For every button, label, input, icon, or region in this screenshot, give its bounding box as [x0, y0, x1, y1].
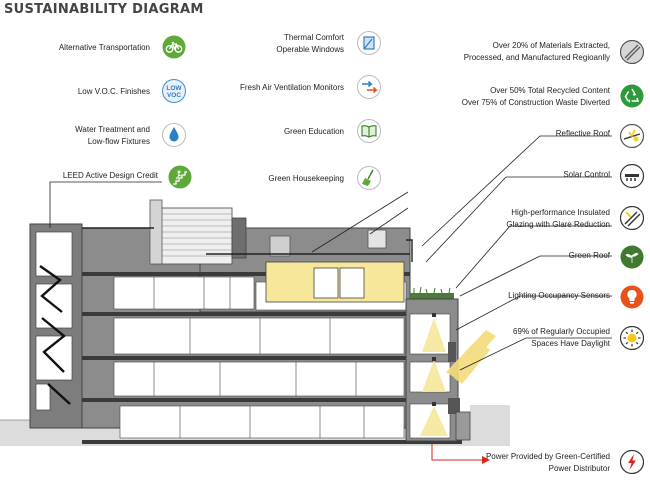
green-roof-planting — [410, 293, 454, 299]
broom-icon — [357, 166, 381, 190]
water-drop-icon — [162, 123, 186, 147]
ground-right — [470, 405, 510, 446]
roof-mechanical-screen — [153, 207, 233, 265]
label-green-roof: Green Roof — [568, 251, 610, 260]
low-voc-icon-text-1: LOW — [166, 85, 182, 92]
solar-control-icon — [620, 164, 644, 188]
ventilation-arrows-icon — [357, 75, 381, 99]
label-low-voc-finishes: Low V.O.C. Finishes — [77, 87, 150, 96]
bicycle-icon — [162, 35, 186, 59]
label-green-education: Green Education — [283, 127, 344, 136]
floor-slab-4 — [82, 272, 410, 276]
label-green-housekeeping: Green Housekeeping — [268, 174, 344, 183]
recycle-icon — [620, 84, 644, 108]
label-regional-materials: Over 20% of Materials Extracted,Processe… — [463, 41, 610, 62]
floor-slab-1 — [82, 398, 410, 402]
floor-slab-2 — [82, 356, 410, 360]
materials-icon — [620, 40, 644, 64]
label-fresh-air: Fresh Air Ventilation Monitors — [239, 83, 344, 92]
lightning-icon — [620, 450, 644, 474]
daylight-sun-icon — [620, 326, 644, 350]
book-icon — [357, 119, 381, 143]
page-title: SUSTAINABILITY DIAGRAM — [4, 2, 204, 17]
callout-leaders — [49, 135, 612, 371]
ground-slab — [82, 440, 462, 444]
glazing-icon — [620, 206, 644, 230]
label-lighting-sensors: Lighting Occupancy Sensors — [508, 291, 610, 300]
power-callout-leader — [431, 444, 482, 461]
stairs-person-icon — [168, 165, 192, 189]
light-bulb-icon — [620, 285, 644, 309]
label-alternative-transportation: Alternative Transportation — [58, 43, 150, 52]
floor-slab-3 — [82, 312, 410, 316]
label-solar-control: Solar Control — [563, 170, 610, 179]
low-voc-icon-text-2: VOC — [167, 92, 181, 99]
green-roof-icon — [620, 245, 644, 269]
label-reflective-roof: Reflective Roof — [555, 129, 610, 138]
label-leed-active-design: LEED Active Design Credit — [62, 171, 158, 180]
window-icon — [357, 31, 381, 55]
reflective-roof-icon — [620, 124, 644, 148]
